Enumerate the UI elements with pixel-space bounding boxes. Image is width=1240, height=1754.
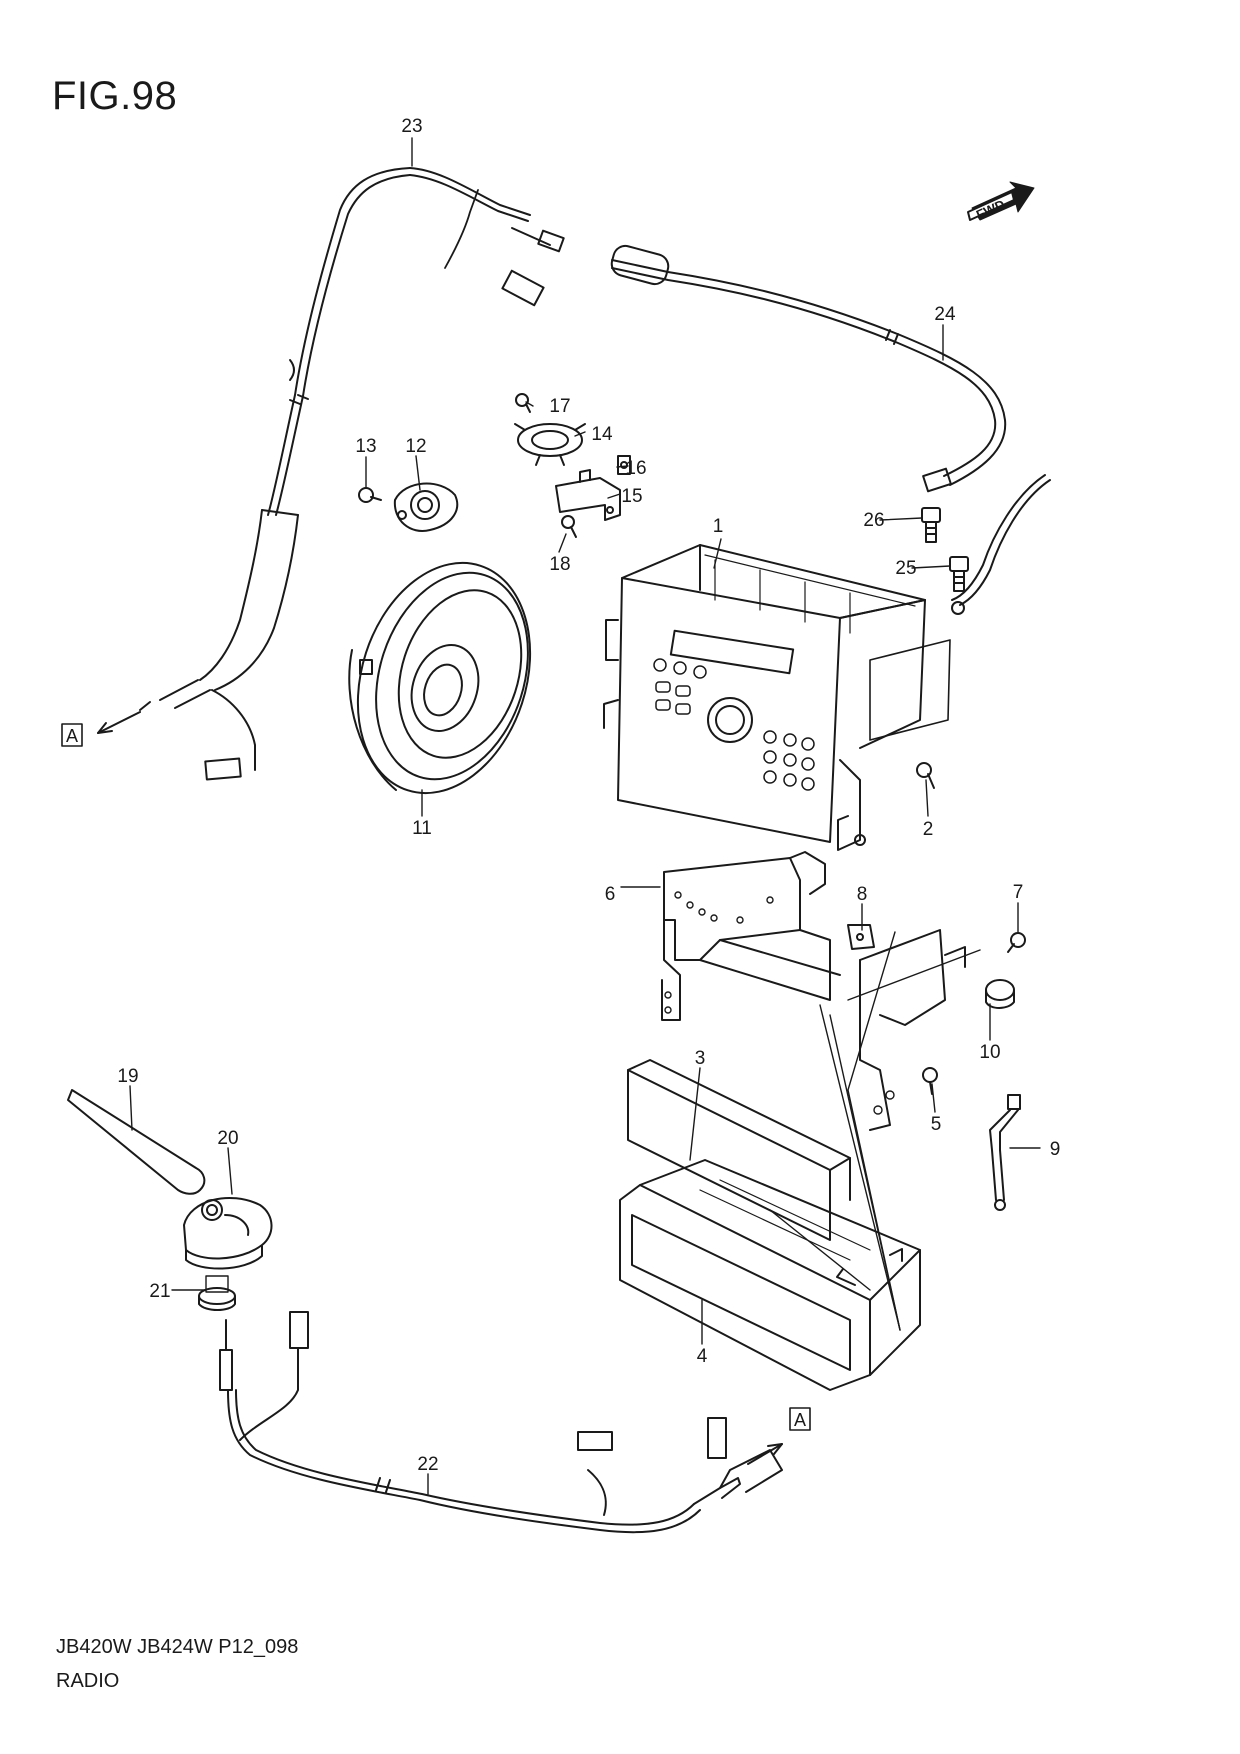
radio-unit-1 [603,544,951,851]
callout-17: 17 [549,396,570,417]
screw-26 [921,507,941,543]
callout-23: 23 [401,116,422,137]
harness-9 [989,1094,1021,1211]
callout-18: 18 [549,554,570,575]
cushion-10 [985,979,1015,1009]
clip-8 [847,924,875,950]
forward-badge-label: FWD [974,197,1007,223]
callout-11: 11 [412,818,432,839]
screw-5 [922,1067,938,1095]
callout-21: 21 [149,1281,170,1302]
callout-5: 5 [931,1114,942,1135]
callout-15: 15 [621,486,642,507]
screw-13 [358,487,382,503]
callout-8: 8 [857,884,868,905]
callout-20: 20 [217,1128,238,1149]
screw-17 [515,393,531,413]
callout-2: 2 [923,819,934,840]
callout-10: 10 [979,1042,1000,1063]
callout-13: 13 [355,436,376,457]
screw-25 [949,556,969,592]
callout-9: 9 [1050,1139,1061,1160]
assembly-lines [769,931,981,1331]
callout-22: 22 [417,1454,438,1475]
callout-4: 4 [697,1346,708,1367]
pocket-4 [619,1159,921,1391]
reference-marker-lower: A [747,1407,811,1465]
bracket-15 [555,469,621,521]
ground-wire [951,474,1051,615]
callout-3: 3 [695,1048,706,1069]
callout-1: 1 [713,516,724,537]
reference-marker-upper: A [61,711,141,747]
reference-marker-upper-label: A [66,726,78,746]
leader-lines [129,137,1041,1495]
callout-14: 14 [591,424,613,445]
drawing-code: JB420W JB424W P12_098 [56,1636,299,1658]
forward-direction-badge: FWD [967,181,1035,223]
trim-panel-3 [627,1059,851,1241]
callout-16: 16 [625,458,646,479]
callout-12: 12 [405,436,426,457]
antenna-cable-upper [139,167,565,781]
clip-16 [617,455,631,475]
callout-7: 7 [1013,882,1024,903]
tweeter-12 [393,482,459,532]
antenna-cable-right [610,244,1007,493]
figure-title: FIG.98 [52,74,178,118]
bracket-6 [661,851,966,1131]
screw-2 [916,762,935,789]
callout-25: 25 [895,558,916,579]
reference-marker-lower-label: A [794,1410,806,1430]
callout-19: 19 [117,1066,138,1087]
screw-18 [561,515,577,538]
nut-21 [198,1275,236,1311]
drawing-name: RADIO [56,1670,120,1692]
callout-24: 24 [934,304,956,325]
callout-6: 6 [605,884,616,905]
tweeter-14 [514,423,586,466]
screw-7 [1007,932,1026,953]
antenna-mast-19 [67,1089,206,1195]
speaker-11 [348,561,532,795]
callout-26: 26 [863,510,884,531]
antenna-base-20 [183,1197,273,1270]
